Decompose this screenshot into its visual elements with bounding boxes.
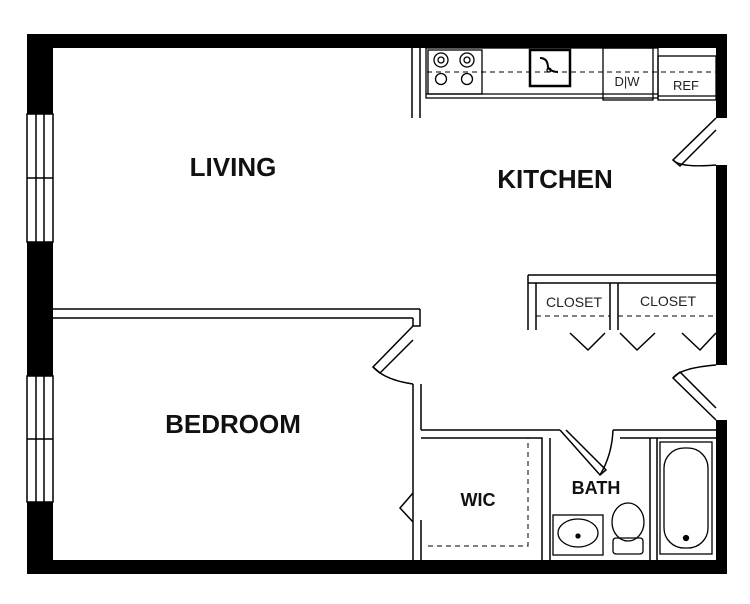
door-bath [559, 429, 608, 477]
label-bedroom: BEDROOM [165, 409, 301, 439]
tub-drain-icon [682, 534, 690, 542]
sink-faucet-icon [539, 57, 559, 73]
exterior-walls [27, 34, 727, 574]
label-refrigerator: REF [673, 78, 699, 93]
doors [371, 117, 717, 523]
burner-2-icon [459, 52, 475, 68]
door-bedroom [371, 325, 414, 375]
counter-outline [425, 47, 659, 99]
wall-bottom [27, 560, 727, 574]
door-closet-2 [619, 332, 656, 352]
dishwasher-icon [602, 47, 654, 101]
door-entry [671, 117, 717, 168]
wall-right-bottom [716, 420, 727, 574]
door-entry-arc [672, 159, 717, 167]
wall-wic-top [421, 429, 560, 560]
wall-bedroom-top [53, 308, 420, 319]
sink-drain-bath-icon [575, 533, 581, 539]
door-right-arc [672, 364, 717, 379]
wic-shelf [428, 438, 529, 547]
bathtub-icon [659, 441, 713, 555]
wall-left-middle [27, 242, 53, 376]
window-living [26, 113, 54, 243]
dashed-lines [427, 71, 716, 547]
burner-2-inner-icon [463, 56, 471, 64]
label-closet-1: CLOSET [546, 294, 602, 310]
window-bedroom [26, 375, 54, 503]
wall-top [27, 34, 727, 48]
door-bedroom-arc [372, 366, 414, 385]
range-icon [427, 49, 483, 95]
door-wic [398, 492, 414, 523]
wall-right-top [716, 34, 727, 118]
wall-tub-divider [649, 438, 658, 560]
wall-bedroom-top-end [412, 309, 421, 327]
wall-right-middle [716, 165, 727, 365]
burner-1-icon [433, 52, 449, 68]
toilet-tank-icon [612, 537, 644, 555]
door-right [671, 370, 717, 421]
wall-bath-top [613, 429, 716, 439]
label-bath: BATH [572, 478, 621, 498]
interior-walls [53, 48, 716, 560]
vanity-icon [552, 514, 604, 556]
sink-icon [528, 48, 572, 88]
wall-kitchen-return [411, 48, 421, 118]
burner-3-icon [434, 72, 448, 86]
sink-drain-icon [546, 67, 552, 73]
bath-fixtures [552, 441, 713, 556]
wall-left-bottom [27, 502, 53, 574]
sink-basin-icon [557, 518, 599, 548]
label-dishwasher: D|W [614, 74, 640, 89]
door-closet-1 [569, 332, 606, 352]
refrigerator-icon [657, 55, 717, 101]
wall-closets [527, 274, 716, 330]
wall-left-top [27, 34, 53, 114]
wall-bedroom-right-lower [412, 470, 422, 560]
label-kitchen: KITCHEN [497, 164, 613, 194]
wall-bedroom-right-upper [412, 384, 422, 470]
door-bath-arc [599, 429, 614, 476]
toilet-bowl-icon [611, 502, 645, 542]
label-closet-2: CLOSET [640, 293, 696, 309]
burner-4-icon [460, 72, 474, 86]
label-wic: WIC [461, 490, 496, 510]
burner-1-inner-icon [437, 56, 445, 64]
label-living: LIVING [190, 152, 277, 182]
kitchen-counter [425, 47, 717, 101]
door-closet-3 [681, 332, 717, 352]
bathtub-inner-icon [663, 447, 709, 549]
